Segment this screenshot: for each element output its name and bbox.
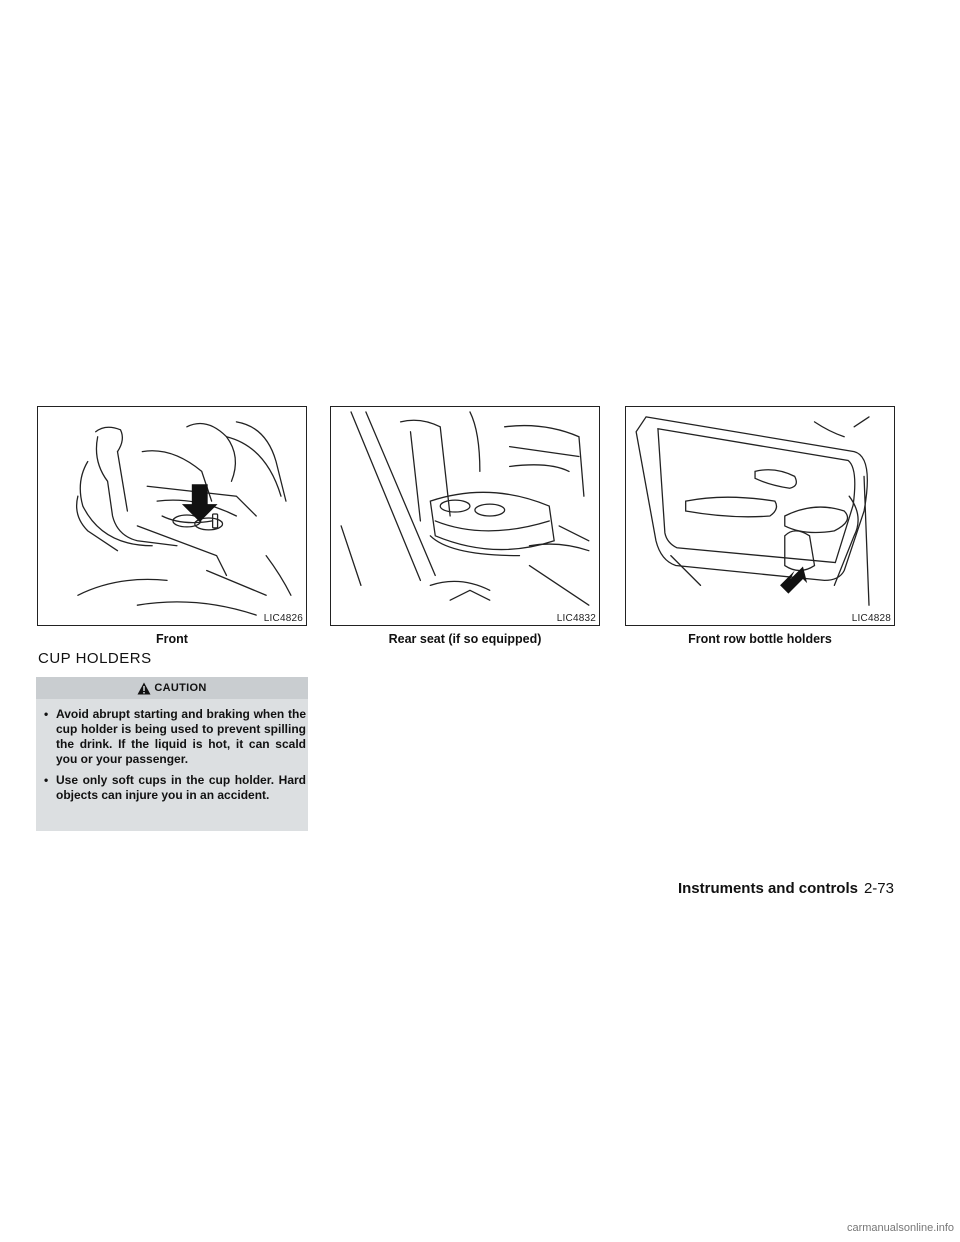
bottle-holder-illustration (635, 416, 870, 606)
bullet: • (44, 773, 49, 787)
section-title: CUP HOLDERS (38, 650, 152, 667)
front-cup-holder-illustration (75, 421, 292, 616)
figure-bottle-holders: LIC4828 (625, 406, 895, 626)
figure-code: LIC4826 (261, 613, 303, 624)
caution-box: CAUTION • Avoid abrupt starting and brak… (36, 677, 308, 831)
caution-list: • Avoid abrupt starting and braking when… (44, 707, 306, 809)
figure-caption-bottle-holders: Front row bottle holders (688, 632, 832, 646)
page-number: 2-73 (863, 880, 894, 897)
warning-icon (137, 682, 151, 694)
arrow-indicator-icon (780, 566, 808, 594)
caution-item: • Use only soft cups in the cup holder. … (44, 773, 306, 803)
footer-section-name: Instruments and controls (677, 880, 858, 897)
figure-front: LIC4826 (37, 406, 307, 626)
caution-heading: CAUTION (154, 682, 207, 694)
rear-seat-cup-holder-illustration (340, 411, 590, 606)
arrow-indicator-icon (181, 484, 218, 522)
figure-rear-seat: LIC4832 (330, 406, 600, 626)
figure-code: LIC4832 (554, 613, 596, 624)
bullet: • (44, 707, 49, 721)
figure-code: LIC4828 (849, 613, 891, 624)
figure-caption-front: Front (156, 632, 188, 646)
page-footer: Instruments and controls 2-73 (678, 880, 894, 897)
caution-item: • Avoid abrupt starting and braking when… (44, 707, 306, 767)
caution-text: Avoid abrupt starting and braking when t… (56, 707, 306, 766)
figure-caption-rear-seat: Rear seat (if so equipped) (388, 632, 542, 646)
caution-header: CAUTION (36, 677, 308, 699)
watermark: carmanualsonline.info (846, 1222, 954, 1234)
caution-text: Use only soft cups in the cup holder. Ha… (56, 773, 306, 802)
